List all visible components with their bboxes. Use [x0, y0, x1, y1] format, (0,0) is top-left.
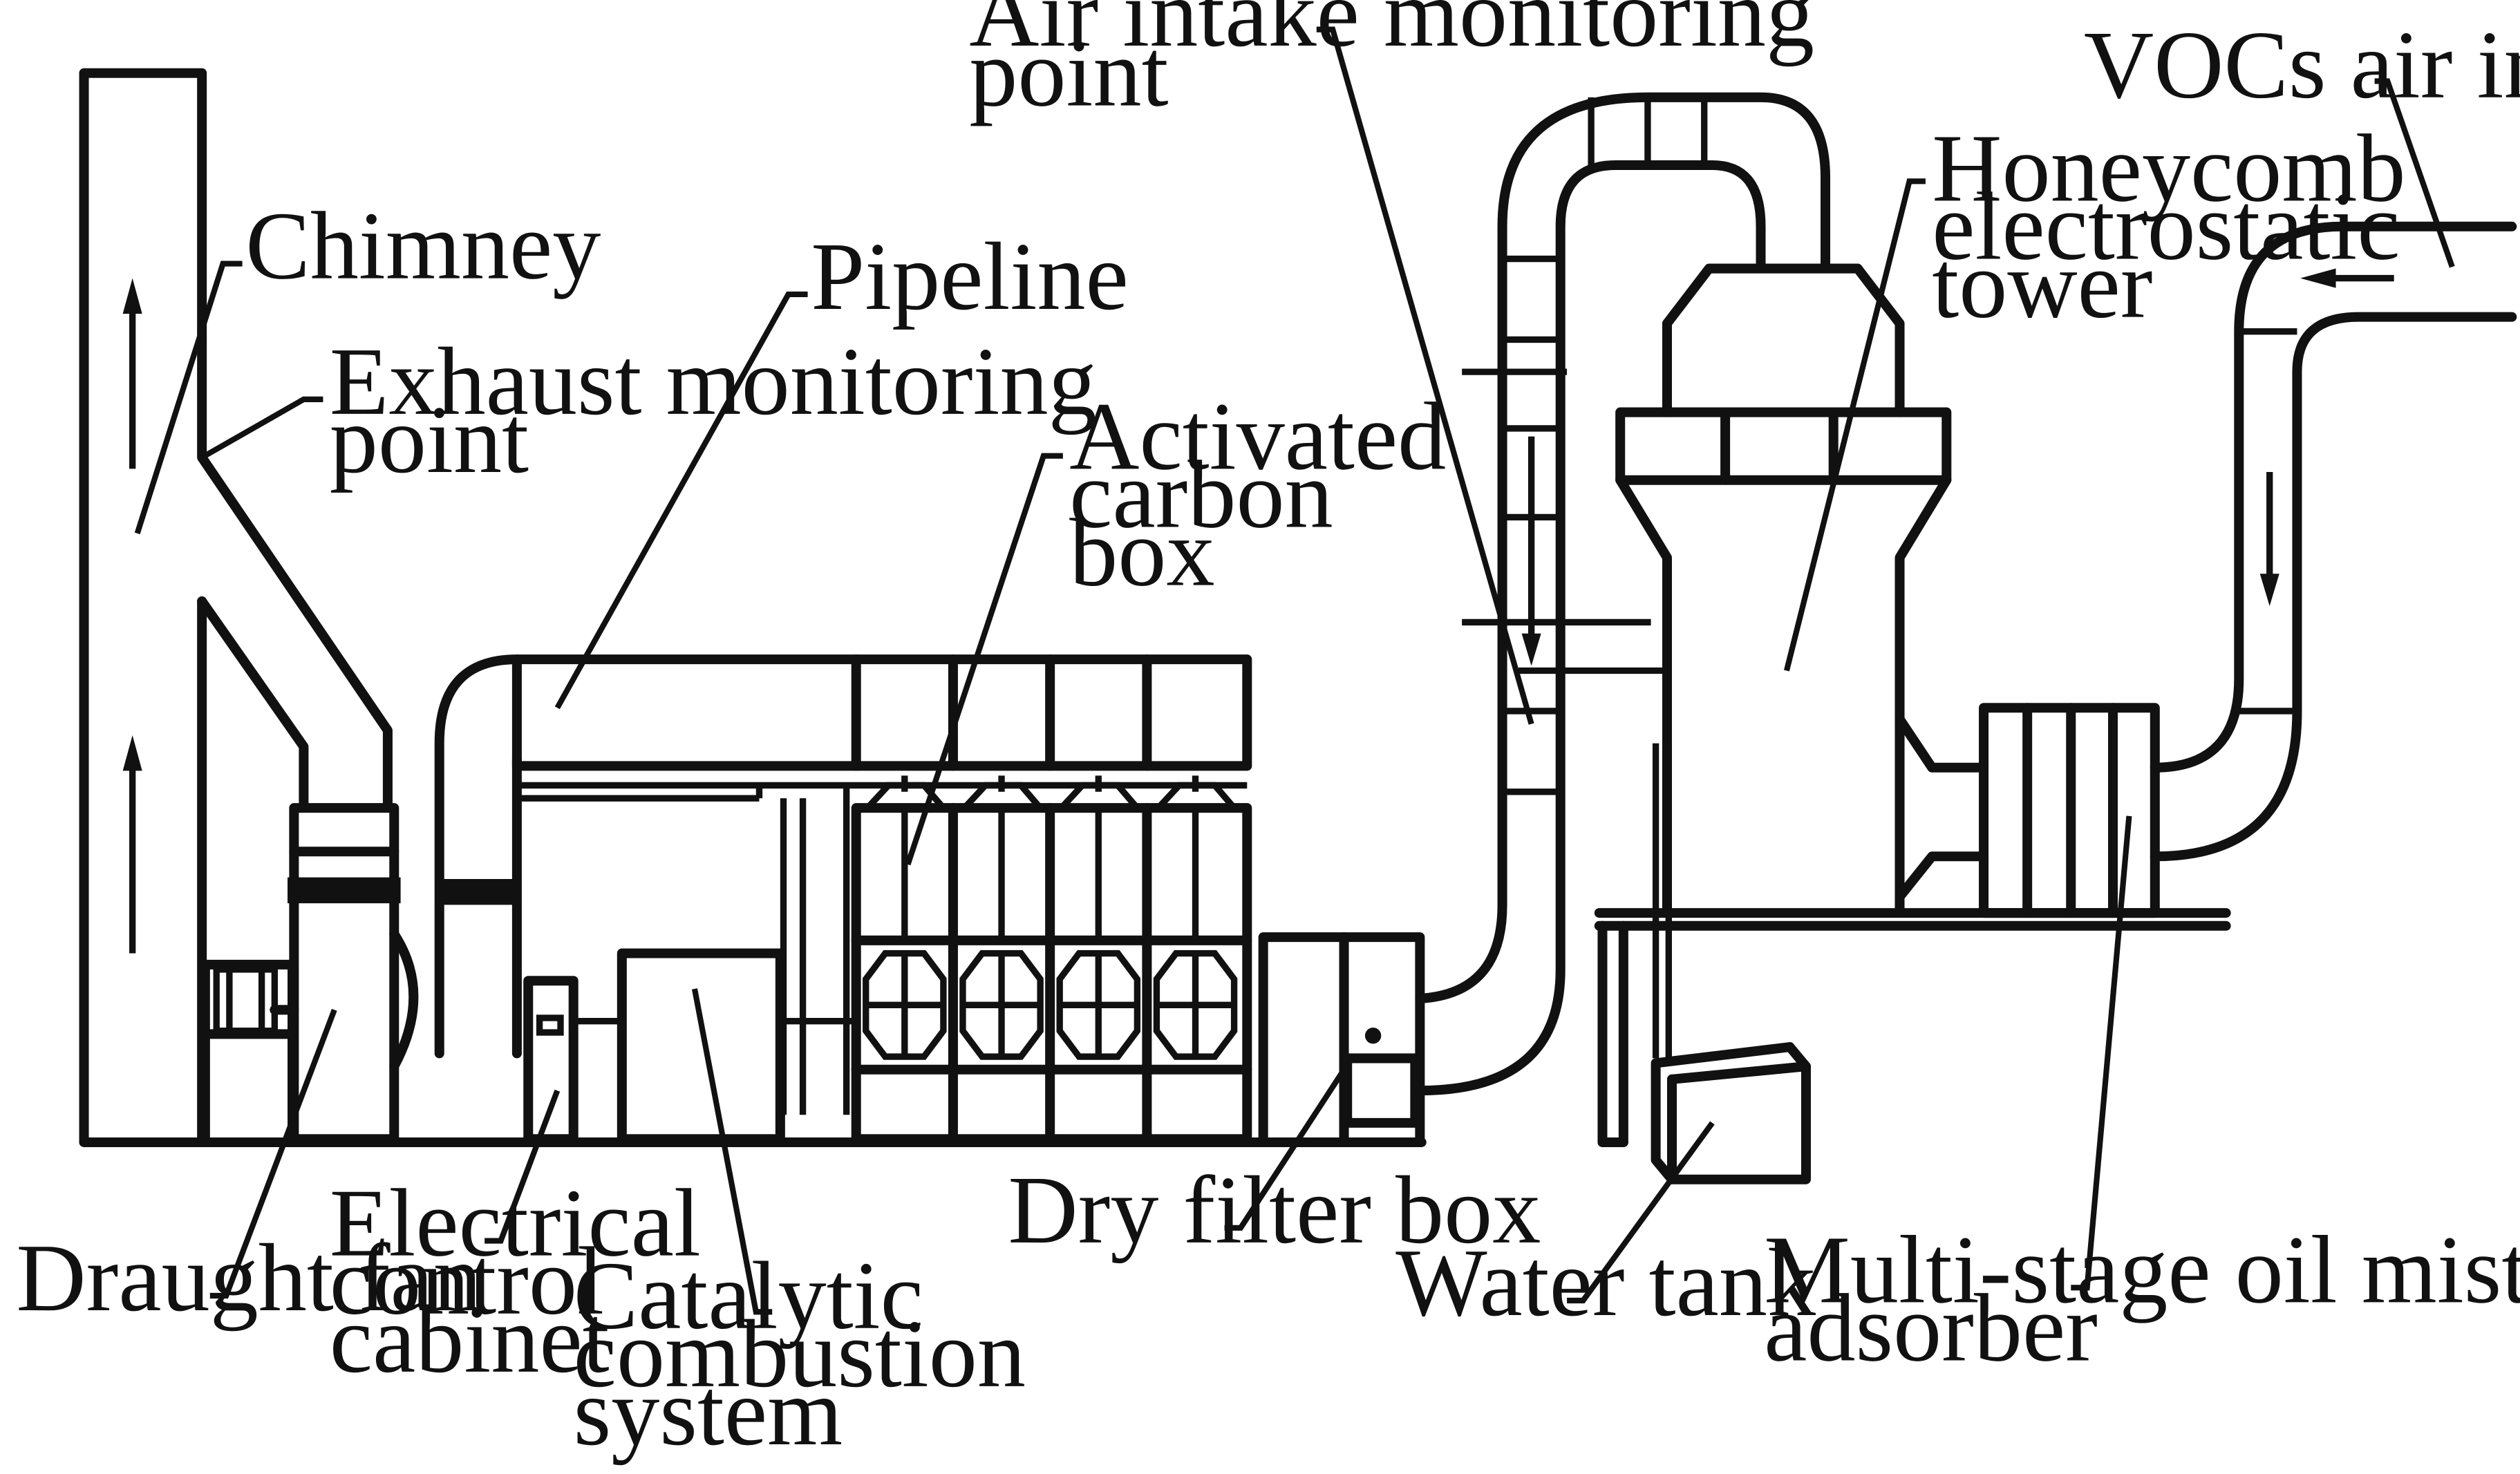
- chimney-flow-arrows: [122, 278, 142, 954]
- label-electrical-control-cabinet: Electrical control cabinet: [330, 1170, 725, 1393]
- label-exhaust-monitoring-point: Exhaust monitoring point: [330, 328, 1121, 493]
- multi-stage-oil-mist-adsorber: [1979, 703, 2160, 918]
- catalytic-combustion-system: [617, 948, 854, 1144]
- label-activated-carbon-box: Activated carbon box: [1069, 383, 1470, 606]
- electrical-control-cabinet: [523, 976, 622, 1144]
- platform: [1594, 908, 2231, 1147]
- leader-lines: [134, 26, 2455, 1315]
- label-pipeline: Pipeline: [811, 223, 1129, 330]
- dry-filter-box: [1258, 932, 1425, 1147]
- label-vocs-air-intake: VOCs air intake: [2084, 12, 2520, 119]
- draught-fan: [200, 803, 419, 1147]
- label-dry-filter-box: Dry filter box: [1008, 1157, 1541, 1264]
- pipeline-duct: [434, 654, 1252, 1115]
- label-multi-stage-oil-mist-adsorber: Multi-stage oil mist adsorber: [1764, 1216, 2520, 1381]
- water-tank: [1651, 1042, 1811, 1184]
- label-water-tank: Water tank: [1395, 1229, 1816, 1336]
- honeycomb-electrostatic-tower: [1615, 263, 1952, 1059]
- label-draught-fan: Draught fan: [16, 1225, 482, 1332]
- label-catalytic-combustion-system: Catalytic combustion system: [574, 1242, 1050, 1466]
- label-honeycomb-electrostatic-tower: Honeycomb electrostatic tower: [1932, 115, 2429, 338]
- vocs-inlet-duct: [2150, 221, 2517, 862]
- tower-to-adsorber-duct: [1894, 714, 1989, 902]
- label-chimney: Chimney: [245, 193, 601, 300]
- activated-carbon-box: [851, 775, 1252, 1144]
- label-air-intake-monitoring-point: Air intake monitoring point: [969, 0, 1839, 126]
- air-intake-duct: [1415, 92, 1831, 1096]
